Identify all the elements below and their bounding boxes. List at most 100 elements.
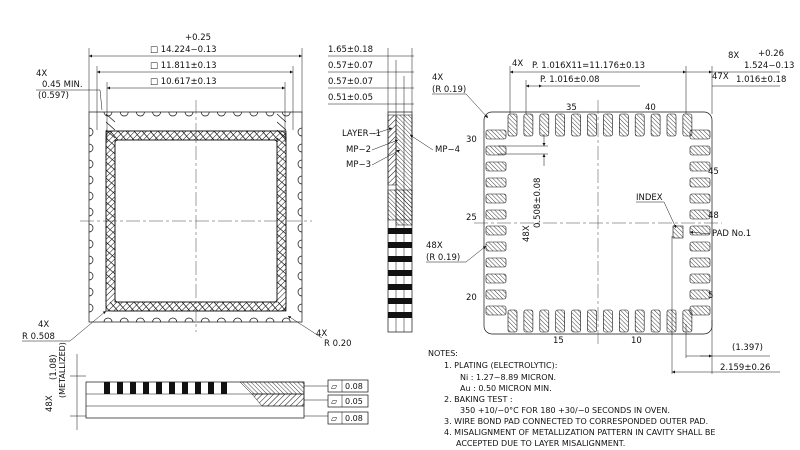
castle-notch bbox=[88, 303, 94, 313]
castle-notch bbox=[265, 317, 275, 323]
mp-2-label: MP−2 bbox=[346, 145, 371, 155]
bottom-pad bbox=[539, 113, 550, 137]
note-2: 2. BAKING TEST : bbox=[444, 395, 513, 404]
bottom-pad bbox=[485, 257, 507, 268]
note-4: 4. MISALIGNMENT OF METALLIZATION PATTERN… bbox=[444, 428, 715, 437]
castle-notch bbox=[297, 143, 303, 153]
bottom-pad bbox=[587, 113, 597, 137]
top-dim-inner: □ 10.617±0.13 bbox=[150, 77, 217, 87]
castle-notch bbox=[297, 303, 303, 313]
castle-ref: (0.597) bbox=[38, 91, 69, 101]
bottom-pad bbox=[603, 309, 613, 333]
castle-notch bbox=[200, 111, 210, 117]
bottom-pad bbox=[689, 145, 711, 156]
bottom-pad bbox=[689, 129, 711, 140]
notes: NOTES: 1. PLATING (ELECTROLYTIC): Ni : 1… bbox=[428, 349, 715, 448]
pin-35: 35 bbox=[566, 103, 577, 113]
pad-47x-val: 1.016±0.18 bbox=[736, 75, 786, 85]
note-1a: Ni : 1.27~8.89 MICRON. bbox=[460, 373, 556, 382]
bottom-pad bbox=[689, 305, 711, 316]
bottom-view: 4X P. 1.016X11=11.176±0.13 P. 1.016±0.08… bbox=[466, 49, 794, 374]
bottom-pad bbox=[682, 309, 693, 333]
section-d1: 1.65±0.18 bbox=[328, 45, 373, 55]
flat-sym-2: ▱ bbox=[331, 397, 338, 406]
pin-20: 20 bbox=[466, 293, 477, 303]
section-pad bbox=[388, 242, 412, 248]
pad-47x: 47X bbox=[712, 72, 729, 82]
pin-40: 40 bbox=[645, 103, 656, 113]
section-pad bbox=[388, 298, 412, 304]
castle-count: 4X bbox=[36, 69, 47, 79]
castle-notch bbox=[168, 317, 178, 323]
bottom-pad bbox=[485, 145, 507, 156]
castle-notch bbox=[88, 207, 94, 217]
note-4b: ACCEPTED DUE TO LAYER MISALIGNMENT. bbox=[456, 439, 625, 448]
pin-5: 5 bbox=[708, 291, 713, 301]
bottom-pad bbox=[485, 273, 507, 284]
section-view: 1.65±0.18 0.57±0.07 0.57±0.07 0.51±0.05 … bbox=[328, 45, 489, 333]
bottom-pad bbox=[539, 309, 550, 333]
castle-notch bbox=[88, 175, 94, 185]
note-1: 1. PLATING (ELECTROLYTIC): bbox=[444, 361, 557, 370]
index-label: INDEX bbox=[636, 193, 663, 203]
pad-h: 0.508±0.08 bbox=[533, 178, 543, 228]
castle-notch bbox=[297, 159, 303, 169]
castle-notch bbox=[297, 207, 303, 217]
castle-notch bbox=[136, 317, 145, 323]
castle-notch bbox=[265, 111, 275, 117]
pin-25: 25 bbox=[466, 213, 477, 223]
castle-notch bbox=[88, 191, 94, 201]
section-d4: 0.51±0.05 bbox=[328, 93, 373, 103]
castle-notch bbox=[217, 317, 226, 323]
castle-notch bbox=[297, 287, 303, 297]
castle-notch bbox=[88, 271, 94, 281]
flatness-3: ▱ 0.08 bbox=[304, 411, 369, 425]
corner-r-left-count: 4X bbox=[38, 320, 49, 330]
bottom-pad bbox=[555, 113, 566, 137]
seal-tooth bbox=[105, 113, 116, 123]
corner-r-left: R 0.508 bbox=[22, 332, 55, 342]
castle-notch bbox=[184, 317, 194, 323]
bottom-pad bbox=[618, 309, 629, 333]
castle-notch bbox=[281, 111, 291, 117]
bottom-pad bbox=[485, 209, 507, 220]
castle-notch bbox=[297, 271, 303, 281]
pin-48: 48 bbox=[708, 211, 719, 221]
side-pad bbox=[104, 382, 110, 394]
castle-notch bbox=[119, 317, 129, 323]
castle-notch bbox=[168, 111, 178, 117]
side-met-val: (1.08) bbox=[49, 354, 59, 380]
flatness-2: ▱ 0.05 bbox=[304, 394, 369, 408]
bottom-pad bbox=[650, 309, 661, 333]
bottom-pad bbox=[689, 209, 711, 220]
pad-w-count: 8X bbox=[728, 51, 739, 61]
castle-notch bbox=[88, 127, 94, 137]
note-1b: Au : 0.50 MICRON MIN. bbox=[460, 384, 552, 393]
castle-notch bbox=[88, 287, 94, 297]
bottom-pad bbox=[689, 241, 711, 252]
pad-w: 1.524−0.13 bbox=[744, 61, 794, 71]
castle-notch bbox=[88, 143, 94, 153]
bottom-pad bbox=[689, 289, 711, 300]
bottom-pad bbox=[689, 161, 711, 172]
corner-r-right-count: 4X bbox=[316, 329, 327, 339]
layer-1-label: LAYER−1 bbox=[342, 129, 381, 139]
castle-notch bbox=[152, 317, 161, 323]
bottom-pad bbox=[571, 309, 581, 333]
castellations bbox=[88, 111, 303, 323]
flat-sym-1: ▱ bbox=[331, 382, 338, 391]
castle-notch bbox=[88, 223, 94, 233]
bottom-pad bbox=[523, 309, 534, 333]
side-pad bbox=[208, 382, 214, 394]
bottom-pad bbox=[666, 309, 677, 333]
bottom-pad bbox=[618, 113, 629, 137]
bottom-pad bbox=[634, 309, 645, 333]
bottom-pad bbox=[485, 305, 507, 316]
castle-notch bbox=[88, 255, 94, 265]
side-pad bbox=[156, 382, 162, 394]
pitch-total: P. 1.016X11=11.176±0.13 bbox=[532, 61, 645, 71]
mp-3-label: MP−3 bbox=[346, 160, 371, 170]
section-d2: 0.57±0.07 bbox=[328, 61, 373, 71]
castle-notch bbox=[297, 191, 303, 201]
